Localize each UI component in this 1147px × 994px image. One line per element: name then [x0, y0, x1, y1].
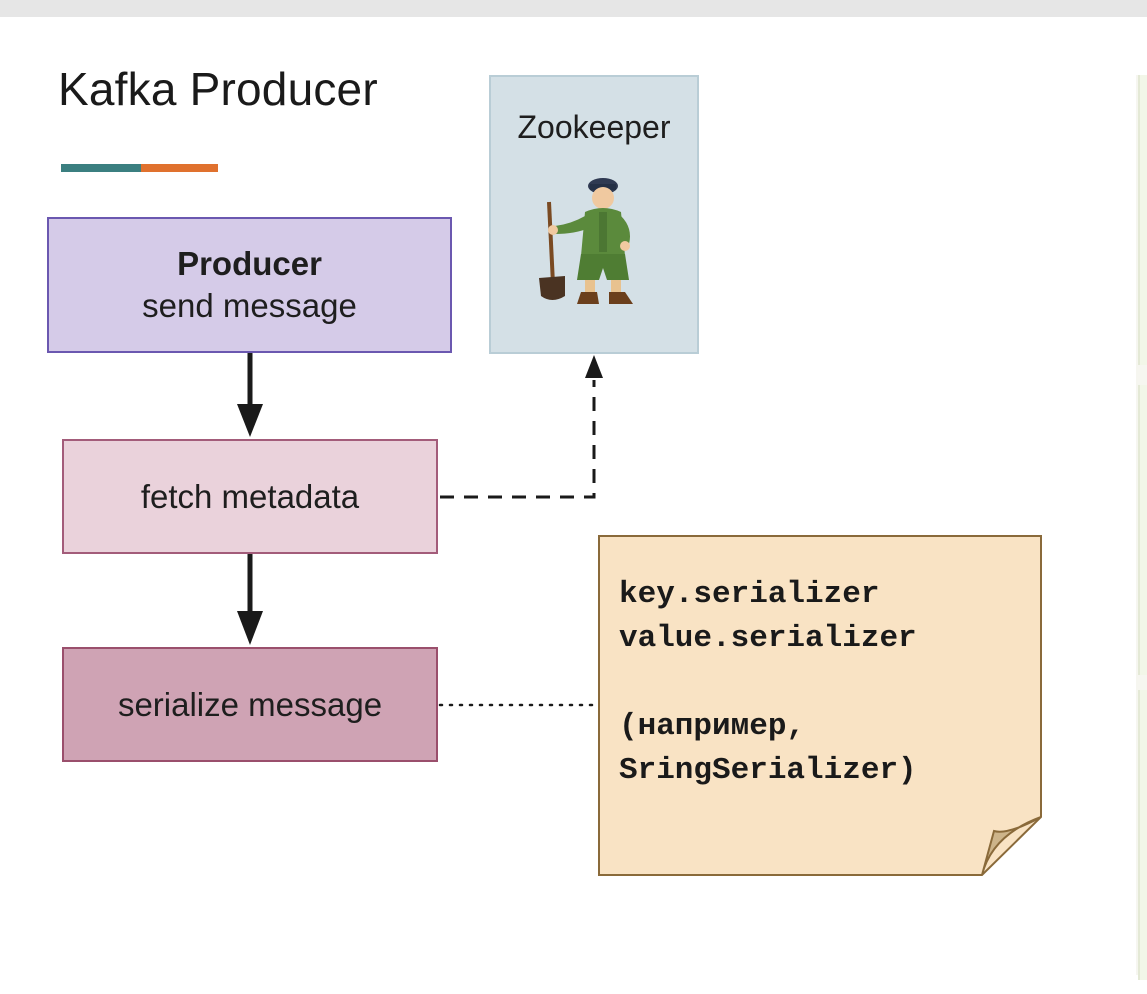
serialize-message-box: serialize message — [62, 647, 438, 762]
producer-subtitle: send message — [142, 287, 357, 324]
fetch-metadata-box: fetch metadata — [62, 439, 438, 554]
top-bar — [0, 0, 1147, 17]
zookeeper-character-icon — [539, 178, 633, 304]
serializer-note: key.serializer value.serializer (например,… — [598, 535, 1043, 877]
right-edge-panel — [1136, 75, 1147, 980]
note-line: value.serializer — [619, 621, 917, 656]
underline-orange — [141, 164, 218, 172]
note-line — [619, 661, 917, 705]
note-line: (например, — [619, 709, 806, 744]
serialize-message-label: serialize message — [117, 685, 383, 723]
fetch-metadata-label: fetch metadata — [140, 477, 360, 515]
producer-box: Producer send message — [47, 217, 452, 353]
slide-title: Kafka Producer — [58, 63, 378, 115]
note-background — [598, 535, 1042, 876]
producer-title: Producer — [177, 245, 322, 282]
zookeeper-box: Zookeeper — [489, 75, 699, 354]
arrow-fetch-to-zookeeper — [440, 355, 603, 499]
note-text: key.serializer value.serializer (например,… — [619, 573, 917, 793]
note-line: key.serializer — [619, 577, 880, 612]
title-underline — [61, 164, 218, 172]
arrow-producer-to-fetch — [237, 353, 263, 437]
underline-teal — [61, 164, 141, 172]
note-line: SringSerializer) — [619, 753, 917, 788]
zookeeper-label: Zookeeper — [517, 109, 671, 145]
arrow-fetch-to-serialize — [237, 554, 263, 645]
